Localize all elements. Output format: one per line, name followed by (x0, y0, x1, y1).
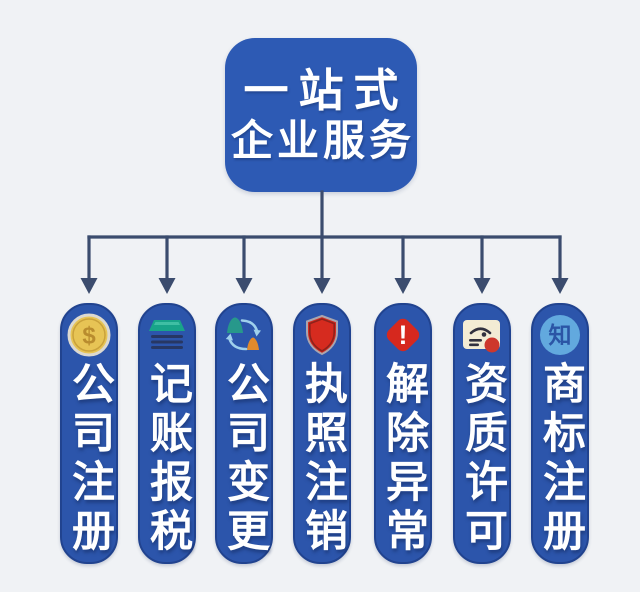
ledger-icon (144, 312, 190, 358)
arrowhead-icon (313, 278, 331, 294)
service-label: 执照注销 (298, 361, 347, 557)
service-node-license-cancellation: 执照注销 (293, 303, 351, 564)
arrowhead-icon (473, 278, 491, 294)
service-node-company-change: 公司变更 (215, 303, 273, 564)
arrowhead-icon (158, 278, 176, 294)
service-node-qualification-license: 资质许可 (453, 303, 511, 564)
zhi-badge-icon: 知 (537, 312, 583, 358)
arrowhead-icon (394, 278, 412, 294)
service-label: 资质许可 (458, 361, 507, 557)
arrowhead-icon (80, 278, 98, 294)
service-label: 公司注册 (65, 361, 114, 557)
swap-arrows-icon (221, 312, 267, 358)
zhi-character-glyph: 知 (549, 322, 572, 348)
service-node-trademark-registration: 知 商标注册 (531, 303, 589, 564)
certificate-icon (459, 312, 505, 358)
arrowhead-icon (551, 278, 569, 294)
title-line-1: 一站式 (243, 65, 409, 116)
service-label: 商标注册 (536, 361, 585, 557)
shield-icon (299, 312, 345, 358)
service-label: 解除异常 (379, 361, 428, 557)
coin-icon: $ (66, 312, 112, 358)
arrowhead-icon (235, 278, 253, 294)
service-label: 记账报税 (143, 361, 192, 557)
title-line-2: 企业服务 (230, 117, 415, 164)
coin-dollar-glyph: $ (82, 323, 96, 350)
service-label: 公司变更 (220, 361, 269, 557)
root-node-title-box: 一站式 企业服务 (225, 38, 417, 192)
exclamation-glyph: ! (399, 320, 408, 350)
service-node-abnormality-removal: ! 解除异常 (374, 303, 432, 564)
service-node-company-registration: $ 公司注册 (60, 303, 118, 564)
service-node-bookkeeping-tax: 记账报税 (138, 303, 196, 564)
alert-icon: ! (380, 312, 426, 358)
